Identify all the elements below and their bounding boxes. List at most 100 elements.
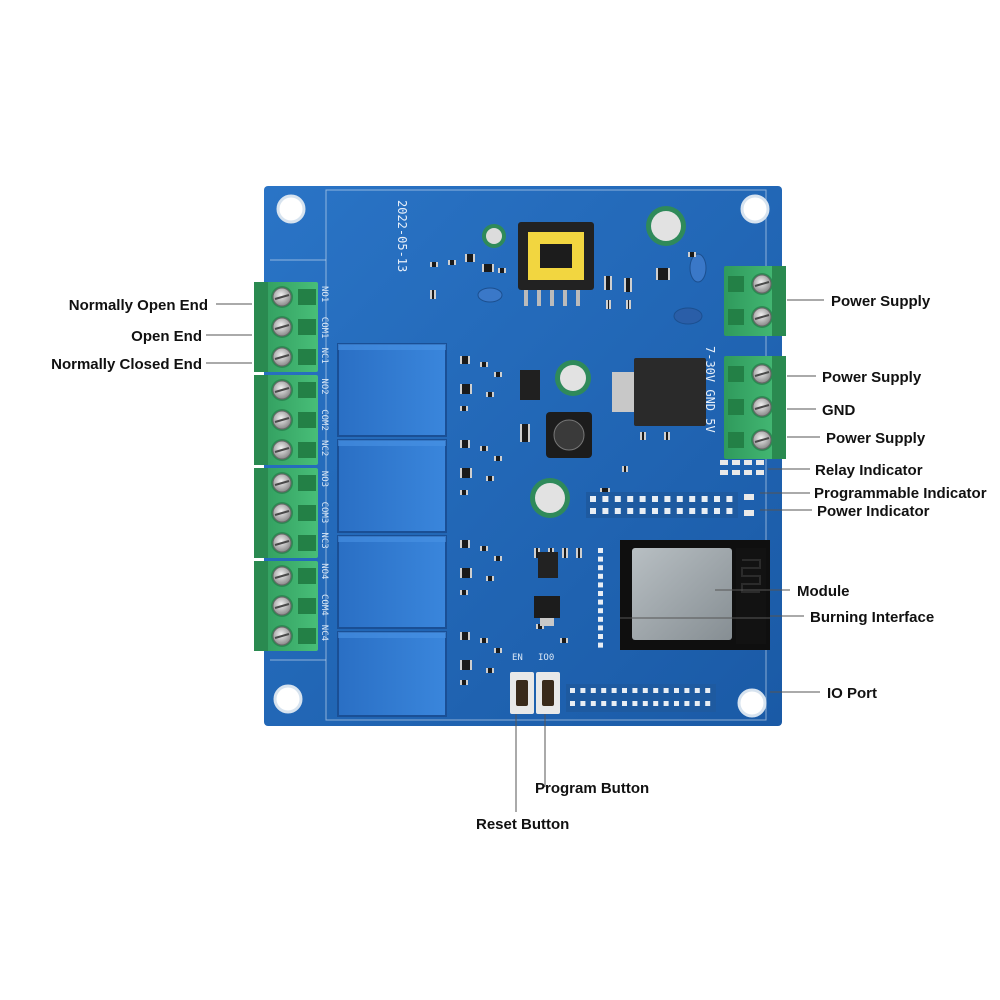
callout-open-end: Open End <box>131 328 202 345</box>
terminal-screw <box>271 439 293 461</box>
smd-part <box>622 466 628 472</box>
callout-power-indicator: Power Indicator <box>817 503 930 520</box>
terminal-screw <box>751 363 773 385</box>
smd-part <box>486 576 494 581</box>
smd-part <box>520 424 530 442</box>
transformer <box>518 222 594 306</box>
callout-io-port: IO Port <box>827 685 877 702</box>
smd-part <box>465 254 475 262</box>
leader-lines <box>206 299 824 812</box>
terminal-screw <box>751 306 773 328</box>
power-terminal-block <box>724 266 786 336</box>
terminal-screw <box>271 625 293 647</box>
smd-part <box>688 252 696 257</box>
burning-interface-header <box>586 492 738 518</box>
terminal-screw <box>271 346 293 368</box>
callout-relay-indicator: Relay Indicator <box>815 462 923 479</box>
terminal-screw <box>271 565 293 587</box>
terminal-label: NO4 <box>319 563 329 579</box>
terminal-screw <box>271 409 293 431</box>
power-indicator-led <box>744 510 754 516</box>
terminal-block <box>254 561 318 651</box>
smd-part <box>482 264 494 272</box>
terminal-block <box>254 282 318 372</box>
callout-burning-interface: Burning Interface <box>810 609 934 626</box>
callout-reset-button: Reset Button <box>476 816 569 833</box>
terminal-screw <box>271 502 293 524</box>
smd-part <box>626 300 631 309</box>
smd-part <box>460 406 468 411</box>
smd-part <box>664 432 670 440</box>
programmable-indicator-led <box>744 494 754 500</box>
program-button[interactable]: IO0 <box>536 653 560 714</box>
smd-part <box>494 648 502 653</box>
smd-part <box>460 356 470 364</box>
button-en-label: EN <box>512 653 523 663</box>
relay <box>337 343 447 437</box>
smd-part <box>494 456 502 461</box>
terminal-block <box>254 468 318 558</box>
terminal-label: NO3 <box>319 471 329 487</box>
terminal-label: NC3 <box>319 532 329 548</box>
smd-part <box>460 632 470 640</box>
capacitors <box>477 206 707 518</box>
smd-part <box>498 268 506 273</box>
callout-normally-closed-end: Normally Closed End <box>51 356 202 373</box>
terminal-label: NC1 <box>319 348 329 364</box>
date-mark: 2022-05-13 <box>395 200 409 272</box>
reset-button[interactable]: EN <box>510 653 534 714</box>
mounting-holes <box>273 194 770 718</box>
wifi-module <box>620 540 770 650</box>
smd-part <box>460 590 468 595</box>
smd-part <box>460 660 472 670</box>
terminal-block <box>254 375 318 465</box>
smd-part <box>494 372 502 377</box>
smd-part <box>604 276 612 290</box>
smd-part <box>606 300 611 309</box>
power-terminal-blocks <box>724 266 786 459</box>
terminal-screw <box>271 286 293 308</box>
terminal-screw <box>271 472 293 494</box>
smd-part <box>656 268 670 280</box>
smd-part <box>460 468 472 478</box>
relays <box>337 343 447 717</box>
smd-part <box>486 476 494 481</box>
terminal-label: COM4 <box>319 594 329 616</box>
callout-program-button: Program Button <box>535 780 649 797</box>
terminal-label: NC4 <box>319 625 329 641</box>
smd-part <box>562 548 568 558</box>
terminal-label: COM2 <box>319 409 329 431</box>
smd-part <box>486 392 494 397</box>
callout-programmable-indicator: Programmable Indicator <box>814 485 987 502</box>
power-silk: 7-30V GND 5V <box>703 346 717 433</box>
smd-part <box>460 568 472 578</box>
smd-part <box>640 432 646 440</box>
terminal-label: NC2 <box>319 440 329 456</box>
smd-part <box>480 362 488 367</box>
smd-components <box>430 252 696 685</box>
smd-part <box>448 260 456 265</box>
smd-part <box>560 638 568 643</box>
smd-part <box>536 624 544 629</box>
callout-module: Module <box>797 583 850 600</box>
terminal-label: NO1 <box>319 286 329 302</box>
terminal-screw <box>271 532 293 554</box>
terminal-screw <box>271 379 293 401</box>
smd-part <box>480 638 488 643</box>
button-io0-label: IO0 <box>538 653 554 663</box>
terminal-label: COM3 <box>319 502 329 524</box>
relay <box>337 631 447 717</box>
terminal-label: COM1 <box>319 317 329 339</box>
callout-gnd: GND <box>822 402 856 419</box>
terminal-screw <box>271 316 293 338</box>
terminal-screw <box>271 595 293 617</box>
relay-indicator-leds <box>720 460 764 475</box>
smd-part <box>460 540 470 548</box>
smd-part <box>460 440 470 448</box>
terminal-label: NO2 <box>319 378 329 394</box>
callout-normally-open-end: Normally Open End <box>69 297 208 314</box>
relay-terminal-blocks <box>254 282 318 651</box>
module-pin-column <box>598 548 603 648</box>
terminal-screw <box>751 396 773 418</box>
